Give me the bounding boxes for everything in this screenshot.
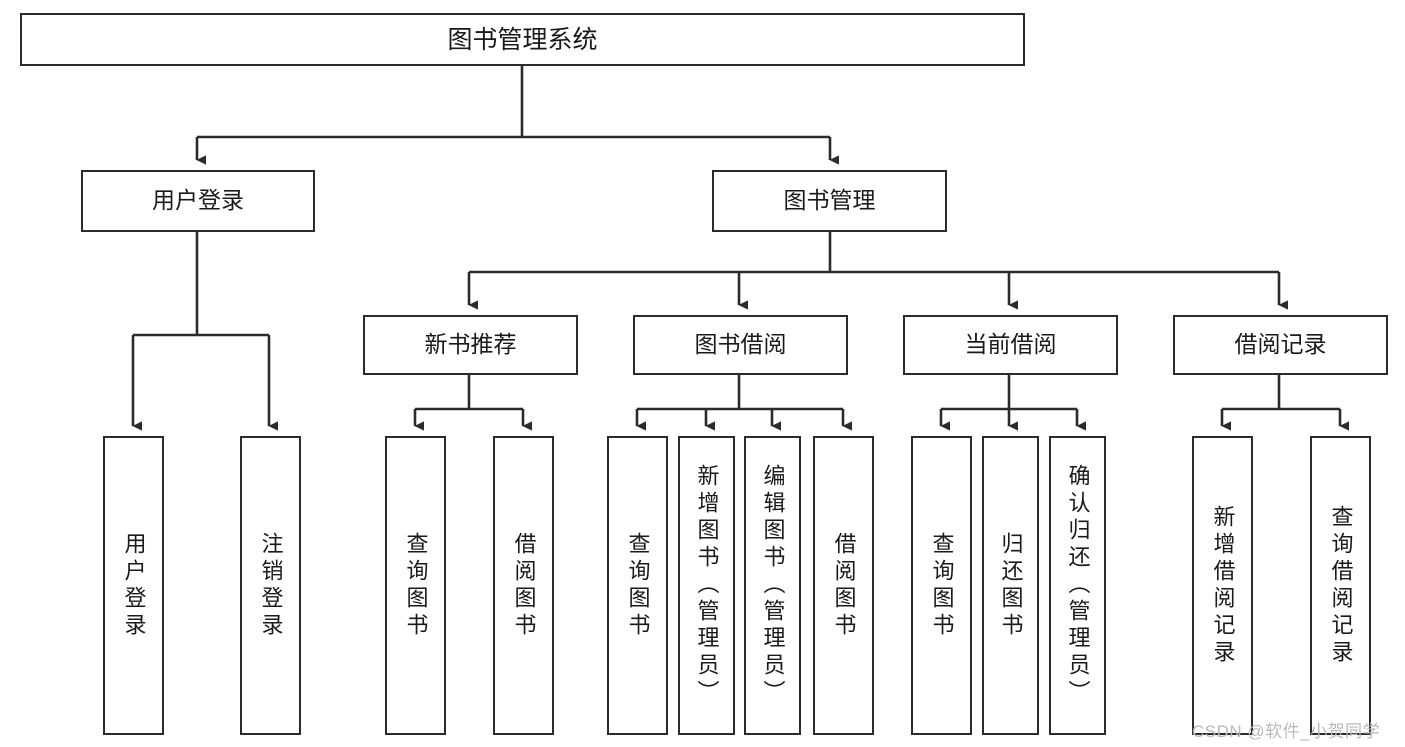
node-book-management-label: 图书管理 <box>783 187 876 214</box>
leaf-user-login-login-label: 用户登录 <box>121 531 147 640</box>
leaf-book-borrow-edit-label: 编辑图书（管理员） <box>760 464 786 707</box>
leaf-borrow-record-query-label: 查询借阅记录 <box>1328 504 1354 667</box>
leaf-current-borrow-confirm-return[interactable]: 确认归还（管理员） <box>1049 436 1106 735</box>
leaf-new-book-borrow[interactable]: 借阅图书 <box>493 436 554 735</box>
leaf-book-borrow-query-label: 查询图书 <box>625 531 651 640</box>
node-borrow-record[interactable]: 借阅记录 <box>1173 315 1388 375</box>
leaf-new-book-query[interactable]: 查询图书 <box>385 436 446 735</box>
leaf-user-login-login[interactable]: 用户登录 <box>103 436 164 735</box>
node-user-login-label: 用户登录 <box>152 187 244 214</box>
node-root-book-management-system[interactable]: 图书管理系统 <box>20 13 1025 66</box>
leaf-book-borrow-borrow-label: 借阅图书 <box>831 531 857 640</box>
leaf-current-borrow-confirm-return-label: 确认归还（管理员） <box>1065 464 1091 707</box>
leaf-book-borrow-edit[interactable]: 编辑图书（管理员） <box>744 436 801 735</box>
node-book-borrow[interactable]: 图书借阅 <box>633 315 848 375</box>
leaf-current-borrow-query[interactable]: 查询图书 <box>911 436 972 735</box>
leaf-user-login-logout-label: 注销登录 <box>258 531 284 640</box>
leaf-current-borrow-return[interactable]: 归还图书 <box>982 436 1039 735</box>
leaf-book-borrow-borrow[interactable]: 借阅图书 <box>813 436 874 735</box>
node-book-borrow-label: 图书借阅 <box>694 331 787 358</box>
node-root-label: 图书管理系统 <box>447 25 598 54</box>
node-user-login[interactable]: 用户登录 <box>81 170 315 232</box>
leaf-borrow-record-add-label: 新增借阅记录 <box>1210 504 1236 667</box>
node-book-management[interactable]: 图书管理 <box>712 170 947 232</box>
leaf-borrow-record-add[interactable]: 新增借阅记录 <box>1192 436 1253 735</box>
leaf-current-borrow-query-label: 查询图书 <box>929 531 955 640</box>
node-borrow-record-label: 借阅记录 <box>1234 331 1327 358</box>
leaf-book-borrow-add-label: 新增图书（管理员） <box>694 464 720 707</box>
node-new-book-recommend-label: 新书推荐 <box>424 331 517 358</box>
node-new-book-recommend[interactable]: 新书推荐 <box>363 315 578 375</box>
leaf-current-borrow-return-label: 归还图书 <box>998 531 1024 640</box>
leaf-book-borrow-add[interactable]: 新增图书（管理员） <box>678 436 735 735</box>
leaf-new-book-query-label: 查询图书 <box>403 531 429 640</box>
node-current-borrow-label: 当前借阅 <box>964 331 1057 358</box>
leaf-borrow-record-query[interactable]: 查询借阅记录 <box>1310 436 1371 735</box>
leaf-new-book-borrow-label: 借阅图书 <box>511 531 537 640</box>
leaf-user-login-logout[interactable]: 注销登录 <box>240 436 301 735</box>
node-current-borrow[interactable]: 当前借阅 <box>903 315 1118 375</box>
leaf-book-borrow-query[interactable]: 查询图书 <box>607 436 668 735</box>
